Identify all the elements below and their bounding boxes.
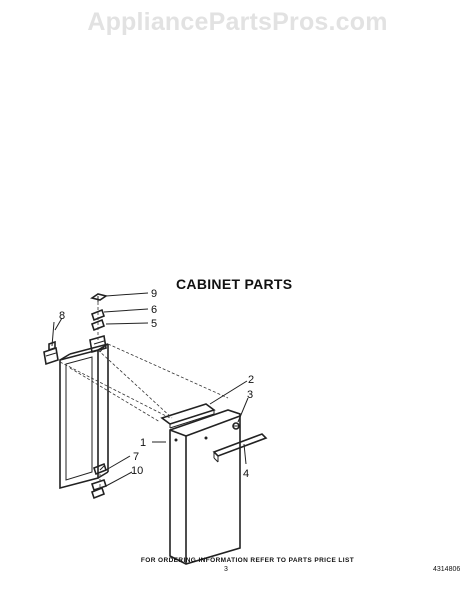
document-number: 4314806 xyxy=(433,566,461,573)
callout-5: 5 xyxy=(151,318,157,330)
assembly-projection-lines xyxy=(59,343,229,423)
callout-10: 10 xyxy=(131,465,143,477)
callout-9: 9 xyxy=(151,288,157,300)
hinge-hardware-stack xyxy=(90,293,108,340)
door-top-trim xyxy=(160,403,216,429)
callout-7: 7 xyxy=(133,451,139,463)
left-hinge-pin xyxy=(48,321,56,352)
callout-3: 3 xyxy=(247,389,253,401)
callout-2: 2 xyxy=(248,374,254,386)
callout-6: 6 xyxy=(151,304,157,316)
lower-hinge-hardware xyxy=(90,462,108,500)
screw-part xyxy=(232,422,240,430)
callout-leader-lines xyxy=(54,292,249,487)
left-frame-panel xyxy=(59,343,109,490)
page-number: 3 xyxy=(224,566,228,573)
handle-bar xyxy=(212,433,268,463)
door-panel xyxy=(169,409,241,565)
callout-1: 1 xyxy=(140,437,146,449)
top-hinge-brackets xyxy=(43,334,107,366)
callout-8: 8 xyxy=(59,310,65,322)
watermark-logo: AppliancePartsPros.com xyxy=(87,8,388,36)
diagram-title: CABINET PARTS xyxy=(176,276,293,292)
callout-4: 4 xyxy=(243,468,249,480)
ordering-note: FOR ORDERING INFORMATION REFER TO PARTS … xyxy=(140,557,355,564)
